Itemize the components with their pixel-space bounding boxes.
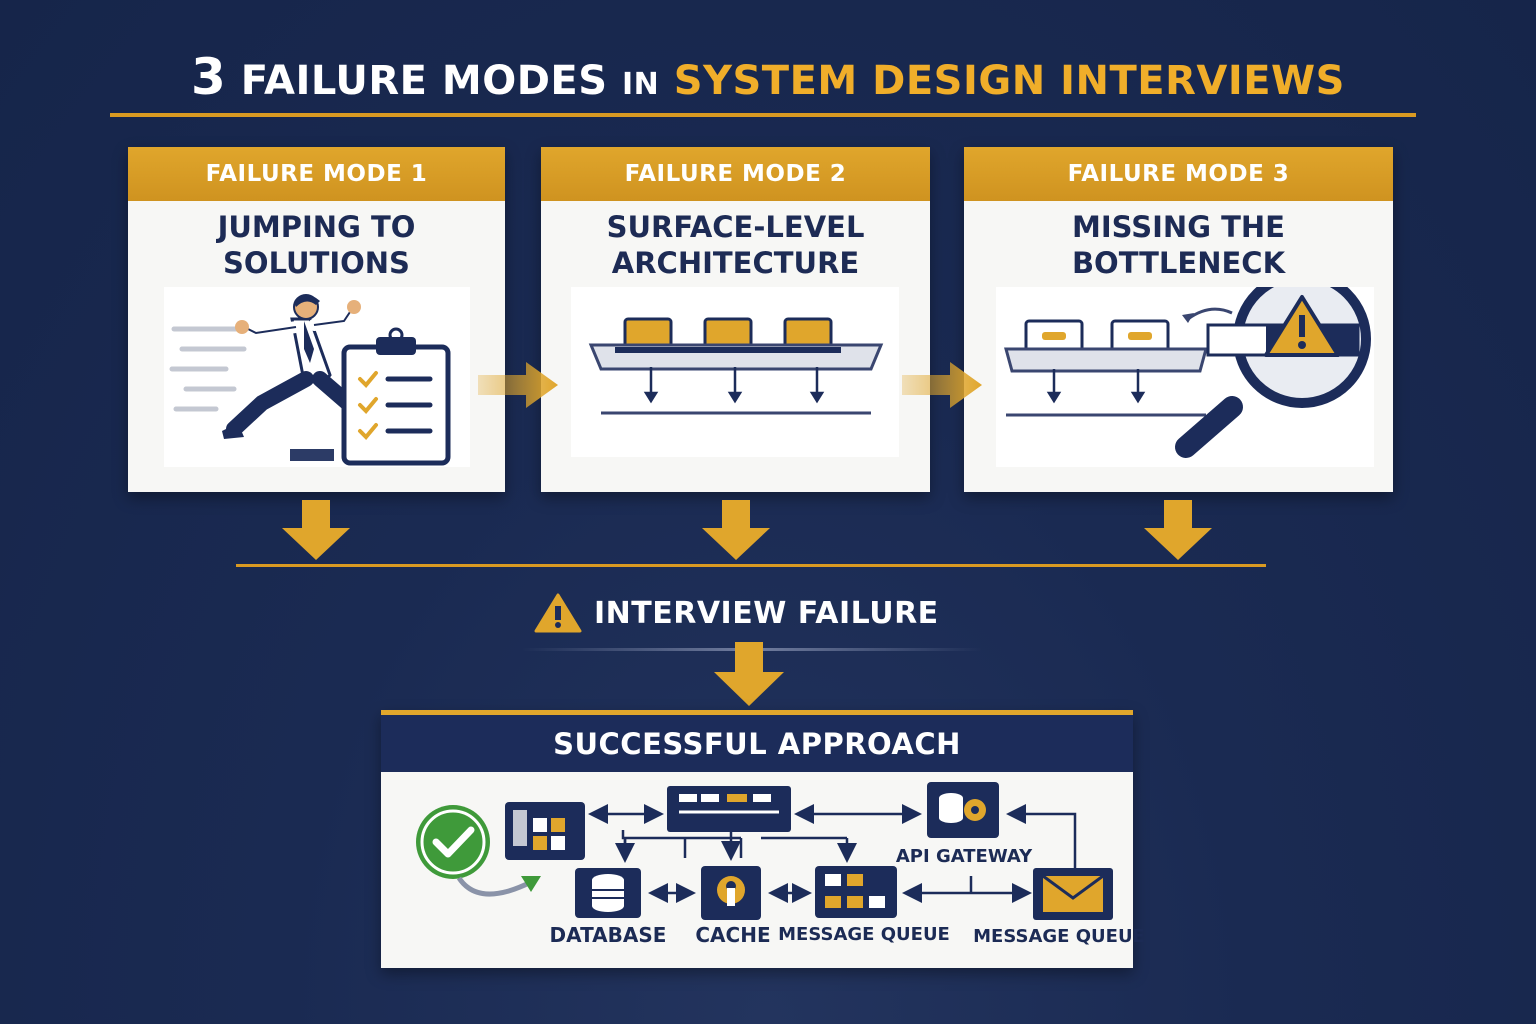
interview-failure: INTERVIEW FAILURE [534, 593, 939, 633]
warning-icon [1264, 295, 1340, 357]
failure-card-1-illustration [164, 287, 470, 467]
merge-line [236, 564, 1266, 567]
check-circle-icon [416, 805, 490, 879]
failure-card-1: FAILURE MODE 1 JUMPING TO SOLUTIONS [128, 147, 505, 492]
speed-lines [169, 326, 247, 412]
interview-failure-label: INTERVIEW FAILURE [594, 595, 939, 631]
title-number: 3 [191, 48, 227, 106]
page-title: 3 FAILURE MODES IN SYSTEM DESIGN INTERVI… [0, 48, 1536, 106]
failure-card-1-subtitle: JUMPING TO SOLUTIONS [217, 210, 416, 280]
title-part1: FAILURE MODES [240, 58, 608, 104]
message-queue-1-label: MESSAGE QUEUE [778, 924, 950, 945]
title-part2: IN [622, 67, 660, 102]
arrow-down-card3 [1144, 500, 1212, 560]
failure-card-2-illustration [571, 287, 899, 457]
server-rack-icon [588, 317, 884, 371]
clipboard-checklist-icon [341, 327, 451, 466]
failure-card-3: FAILURE MODE 3 MISSING THE BOTTLENECK [964, 147, 1393, 492]
arrow-card2-to-card3 [902, 362, 982, 408]
database-label: DATABASE [549, 923, 667, 947]
failure-card-2-subtitle: SURFACE-LEVEL ARCHITECTURE [606, 210, 865, 280]
failure-card-3-illustration [996, 270, 1374, 467]
load-balancer-icon [667, 786, 791, 832]
arrow-card1-to-card2 [478, 362, 558, 408]
platform-block [290, 449, 334, 461]
failure-card-1-header: FAILURE MODE 1 [128, 147, 505, 201]
failure-card-3-header: FAILURE MODE 3 [964, 147, 1393, 201]
failure-card-2: FAILURE MODE 2 SURFACE-LEVEL ARCHITECTUR… [541, 147, 930, 492]
settings-db-icon [927, 782, 999, 838]
success-header: SUCCESSFUL APPROACH [381, 710, 1133, 772]
title-divider [110, 113, 1416, 117]
arrow-down-to-success [714, 642, 784, 706]
architecture-diagram [416, 782, 1113, 920]
client-panel-icon [505, 802, 585, 860]
failure-card-2-header: FAILURE MODE 2 [541, 147, 930, 201]
cache-lock-icon [701, 866, 761, 920]
message-queue-2-label: MESSAGE QUEUE [973, 926, 1145, 947]
warning-icon [534, 593, 582, 633]
title-highlight: SYSTEM DESIGN INTERVIEWS [673, 58, 1345, 104]
cache-label: CACHE [695, 923, 771, 947]
failure-card-3-subtitle: MISSING THE BOTTLENECK [1071, 210, 1286, 280]
arrow-down-card1 [282, 500, 350, 560]
success-panel: SUCCESSFUL APPROACH [381, 710, 1145, 968]
arrow-down-card2 [702, 500, 770, 560]
api-gateway-label: API GATEWAY [895, 846, 1033, 867]
envelope-icon [1033, 868, 1113, 920]
database-icon [575, 868, 641, 918]
magnifier-icon [1175, 270, 1371, 458]
server-rack-icon [1004, 319, 1208, 373]
message-queue-icon [815, 866, 897, 918]
